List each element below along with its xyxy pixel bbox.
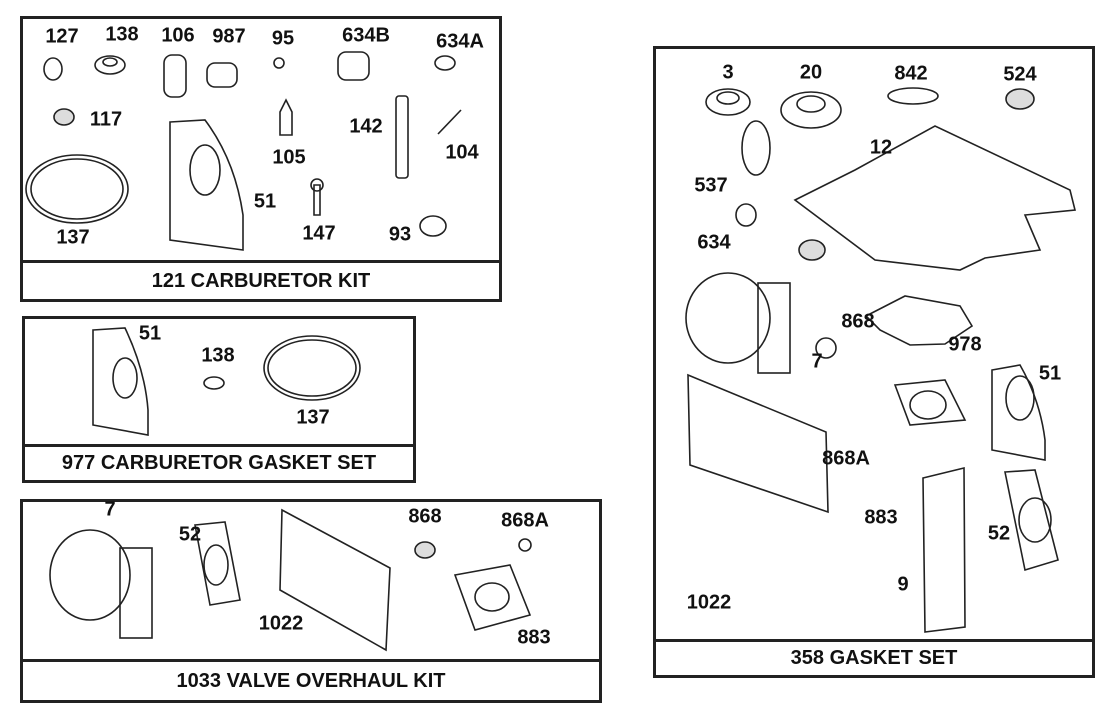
part-142-drawing	[395, 95, 409, 179]
valve-7-drawing	[49, 529, 131, 621]
part-label: 842	[894, 62, 928, 85]
gs-9-drawing	[922, 466, 966, 633]
part-137-drawing	[25, 154, 129, 224]
part-label: 137	[56, 226, 90, 249]
part-label: 51	[1038, 362, 1062, 385]
gs-20-drawing	[780, 91, 842, 129]
part-label: 634A	[436, 30, 484, 53]
part-label: 117	[89, 108, 123, 131]
gs-842-drawing	[887, 87, 939, 105]
gs-12-drawing	[793, 125, 1077, 271]
part-label: 137	[296, 406, 330, 429]
part-label: 147	[302, 222, 336, 245]
part-label: 20	[799, 61, 823, 84]
part-label: 138	[105, 23, 139, 46]
part-label: 883	[517, 626, 551, 649]
gs-52-drawing	[1004, 469, 1059, 572]
gasket-137-drawing	[263, 335, 361, 401]
gs-51-drawing	[991, 364, 1046, 461]
part-label: 12	[869, 136, 893, 159]
part-label: 634	[697, 231, 731, 254]
gasket-set-panel: 358 GASKET SET	[653, 46, 1095, 678]
gs-3-drawing	[705, 88, 751, 116]
valve-52-drawing	[194, 521, 241, 606]
part-label: 142	[349, 115, 383, 138]
valve-868-drawing	[414, 541, 436, 559]
part-label: 868	[841, 310, 875, 333]
gasket-set-title: 358 GASKET SET	[656, 639, 1092, 675]
part-label: 95	[271, 27, 295, 50]
part-label: 105	[272, 146, 306, 169]
part-label: 7	[811, 350, 823, 373]
part-138-drawing	[94, 55, 126, 75]
part-127-drawing	[43, 57, 63, 81]
carburetor-gasket-set-title: 977 CARBURETOR GASKET SET	[25, 444, 413, 480]
gs-868-drawing	[798, 239, 826, 261]
gs-7-drawing	[685, 272, 771, 364]
valve-overhaul-kit-title: 1033 VALVE OVERHAUL KIT	[23, 659, 599, 700]
part-label: 9	[897, 573, 909, 596]
part-label: 868A	[501, 509, 549, 532]
part-label: 868	[408, 505, 442, 528]
part-634a-drawing	[434, 55, 456, 71]
gasket-138-drawing	[203, 376, 225, 390]
valve-overhaul-kit-panel: 1033 VALVE OVERHAUL KIT	[20, 499, 602, 703]
part-label: 51	[253, 190, 277, 213]
part-634b-drawing	[337, 51, 370, 81]
part-label: 106	[161, 24, 195, 47]
part-105-drawing	[279, 98, 293, 136]
part-label: 3	[722, 61, 734, 84]
part-label: 52	[987, 522, 1011, 545]
part-label: 537	[694, 174, 728, 197]
part-label: 7	[104, 498, 116, 521]
valve-883-drawing	[453, 564, 532, 631]
part-label: 52	[178, 523, 202, 546]
part-label: 868A	[822, 447, 870, 470]
part-51-drawing	[169, 119, 244, 251]
gs-524-drawing	[1005, 88, 1035, 110]
part-147-drawing	[313, 184, 321, 216]
carburetor-gasket-set-panel: 977 CARBURETOR GASKET SET	[22, 316, 416, 483]
part-label: 127	[45, 25, 79, 48]
gs-868a-drawing	[815, 337, 837, 359]
part-label: 138	[201, 344, 235, 367]
part-label: 51	[138, 322, 162, 345]
valve-868a-drawing	[518, 538, 532, 552]
part-106-drawing	[163, 54, 187, 98]
part-label: 524	[1003, 63, 1037, 86]
gasket-51-drawing	[92, 327, 149, 436]
part-987-drawing	[206, 62, 238, 88]
part-label: 978	[948, 333, 982, 356]
part-104-drawing	[437, 109, 462, 135]
part-label: 104	[445, 141, 479, 164]
gs-537-drawing	[741, 120, 771, 176]
part-label: 1022	[686, 591, 732, 614]
part-93-drawing	[419, 215, 447, 237]
part-117-drawing	[53, 108, 75, 126]
gs-634-drawing	[735, 203, 757, 227]
part-95-drawing	[273, 57, 285, 69]
carburetor-kit-title: 121 CARBURETOR KIT	[23, 260, 499, 299]
part-label: 883	[864, 506, 898, 529]
part-label: 1022	[258, 612, 304, 635]
gs-978-drawing	[864, 295, 974, 346]
gs-883-drawing	[893, 379, 967, 426]
valve-1022-drawing	[279, 508, 391, 652]
gs-1022-drawing	[687, 373, 829, 514]
part-label: 634B	[342, 24, 390, 47]
part-label: 93	[388, 223, 412, 246]
part-label: 987	[212, 25, 246, 48]
